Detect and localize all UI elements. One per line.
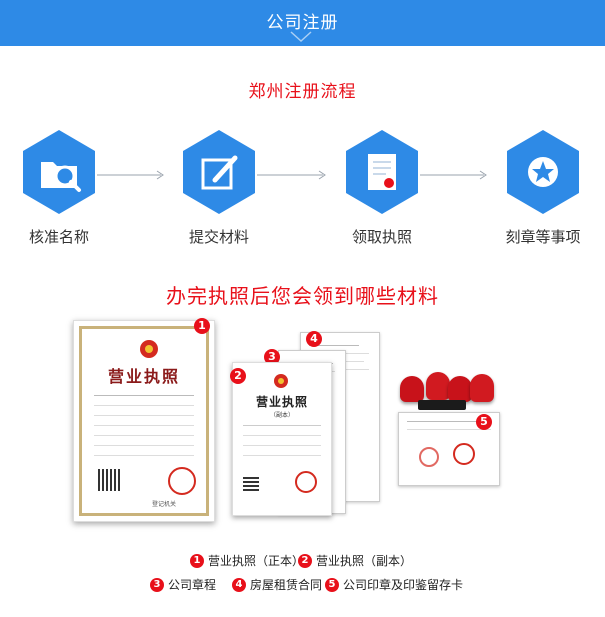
legend-item-1: 1 营业执照（正本） (190, 552, 304, 569)
badge-3: 3 (264, 349, 280, 365)
legend-number: 2 (298, 553, 312, 568)
official-seal (168, 467, 196, 495)
badge-4: 4 (306, 331, 322, 347)
official-seal (295, 471, 317, 493)
step-approve-name: 核准名称 (4, 128, 114, 248)
step-submit-materials: 提交材料 (164, 128, 274, 248)
legend-text: 公司印章及印鉴留存卡 (343, 578, 464, 592)
license-original-image: 营业执照 登记机关 (73, 320, 215, 522)
legend-item-2: 2 营业执照（副本） (298, 552, 412, 569)
national-emblem-icon (140, 340, 158, 358)
legend-number: 4 (232, 577, 246, 592)
legend-text: 营业执照（副本） (316, 554, 413, 568)
stamp-mark (453, 443, 475, 465)
legend-item-5: 5 公司印章及印鉴留存卡 (325, 576, 463, 593)
star-seal-icon (507, 130, 579, 214)
arrow-right-icon (257, 170, 326, 180)
legend-item-4: 4 房屋租赁合同 (232, 576, 322, 593)
header-bar: 公司注册 (0, 0, 605, 46)
step-seal-matters: 刻章等事项 (488, 128, 598, 248)
legend-item-3: 3 公司章程 (150, 576, 216, 593)
badge-1: 1 (194, 318, 210, 334)
legend-number: 5 (325, 577, 339, 592)
legend-number: 3 (150, 577, 164, 592)
flow-title: 郑州注册流程 (248, 82, 357, 102)
edit-document-icon (183, 130, 255, 214)
license-copy-tag: （副本） (269, 412, 294, 419)
legend-text: 营业执照（正本） (208, 554, 305, 568)
national-emblem-icon (274, 374, 288, 388)
stamp-mark (419, 447, 439, 467)
materials-title: 办完执照后您会领到哪些材料 (166, 284, 439, 308)
license-title: 营业执照 (107, 367, 180, 386)
step-label: 刻章等事项 (505, 228, 581, 246)
qr-code (243, 475, 259, 491)
folder-search-icon (23, 130, 95, 214)
badge-5: 5 (476, 414, 492, 430)
header-title: 公司注册 (266, 13, 339, 33)
step-receive-license: 领取执照 (327, 128, 437, 248)
license-copy-image: 营业执照 （副本） (232, 362, 332, 516)
company-seals-image (396, 372, 496, 406)
legend-number: 1 (190, 553, 204, 568)
certificate-icon (346, 130, 418, 214)
arrow-right-icon (97, 170, 164, 180)
seal-label: 登记机关 (152, 501, 177, 508)
chevron-down-icon (290, 31, 312, 43)
black-seal-image (418, 400, 466, 410)
legend-text: 公司章程 (168, 578, 217, 592)
legend-text: 房屋租赁合同 (250, 578, 323, 592)
badge-2: 2 (230, 368, 246, 384)
step-label: 领取执照 (351, 228, 412, 246)
step-label: 核准名称 (28, 228, 89, 246)
step-label: 提交材料 (188, 228, 249, 246)
qr-code (98, 469, 120, 491)
arrow-right-icon (420, 170, 487, 180)
license-copy-title: 营业执照 (255, 395, 308, 409)
